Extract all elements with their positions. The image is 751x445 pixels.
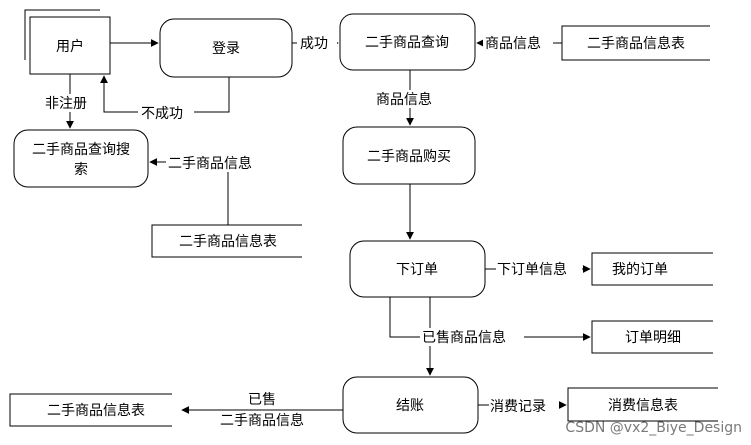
checkout-process: 结账 — [342, 376, 479, 434]
purchase-label: 二手商品购买 — [367, 149, 451, 165]
store-goods-bottom-label: 二手商品信息表 — [47, 402, 145, 419]
label-order-info: 下订单信息 — [497, 261, 567, 278]
store-order-detail-label: 订单明细 — [625, 330, 681, 346]
user-label: 用户 — [56, 38, 84, 55]
store-goods-mid: 二手商品信息表 — [151, 224, 302, 258]
label-success: 成功 — [300, 36, 328, 52]
store-consume-label: 消费信息表 — [608, 397, 678, 414]
label-sold-goods-info: 已售商品信息 — [422, 329, 506, 346]
store-consume: 消费信息表 — [567, 387, 718, 422]
label-consume-record: 消费记录 — [490, 399, 546, 415]
label-sold-line1: 已售 — [248, 392, 276, 408]
order-label: 下订单 — [396, 262, 438, 278]
store-my-orders-label: 我的订单 — [612, 262, 668, 278]
label-fail: 不成功 — [141, 106, 183, 122]
search-label-line2: 索 — [74, 161, 88, 178]
store-goods-top-label: 二手商品信息表 — [587, 35, 685, 52]
query-label: 二手商品查询 — [365, 35, 449, 51]
purchase-process: 二手商品购买 — [342, 126, 476, 185]
watermark: CSDN @vx2_Biye_Design — [565, 420, 742, 436]
label-sold-line2: 二手商品信息 — [220, 412, 304, 429]
query-process: 二手商品查询 — [339, 13, 476, 71]
checkout-label: 结账 — [396, 398, 424, 414]
order-process: 下订单 — [349, 240, 486, 298]
store-goods-bottom: 二手商品信息表 — [9, 393, 172, 427]
store-goods-mid-label: 二手商品信息表 — [179, 233, 277, 250]
search-label-line1: 二手商品查询搜 — [32, 142, 130, 158]
search-process: 二手商品查询搜 索 — [13, 129, 149, 188]
user-entity: 用户 — [24, 9, 111, 75]
label-goods-info-search: 二手商品信息 — [168, 155, 252, 172]
store-my-orders: 我的订单 — [591, 252, 713, 286]
login-label: 登录 — [212, 41, 240, 57]
label-goods-info-down: 商品信息 — [376, 91, 432, 108]
login-process: 登录 — [159, 18, 293, 78]
store-order-detail: 订单明细 — [591, 320, 713, 354]
label-unregistered: 非注册 — [45, 96, 87, 112]
label-goods-info-in: 商品信息 — [485, 35, 541, 52]
store-goods-top: 二手商品信息表 — [561, 25, 710, 61]
